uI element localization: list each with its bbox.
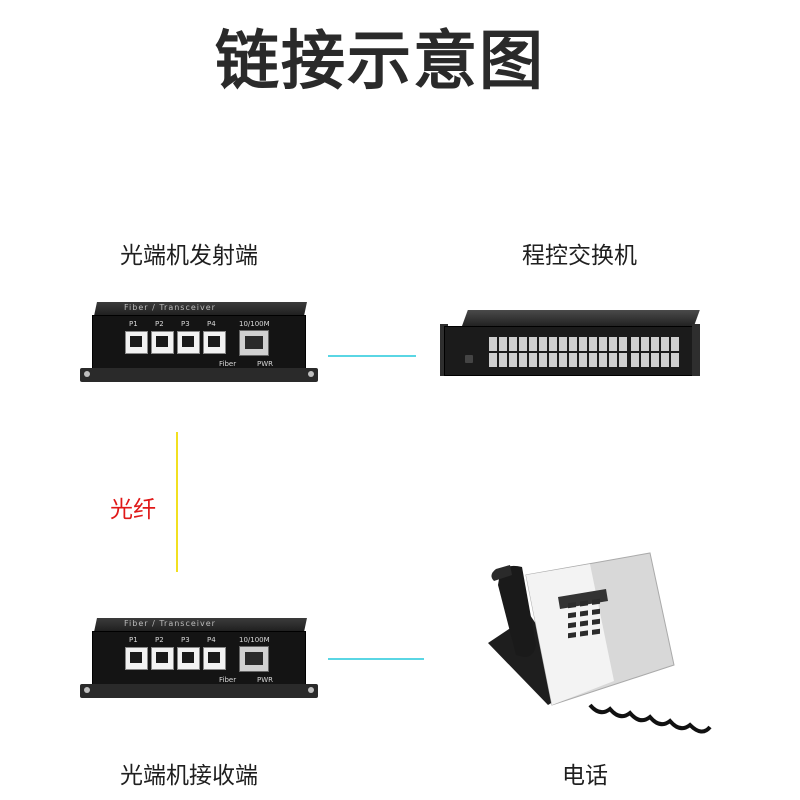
- rj11-port: [203, 331, 226, 354]
- port-label-p1: P1: [129, 320, 138, 328]
- power-label: PWR: [257, 360, 274, 368]
- rj11-port: [151, 331, 174, 354]
- rj11-port: [125, 331, 148, 354]
- rj45-port: [239, 330, 269, 356]
- rj11-port: [177, 647, 200, 670]
- page-title: 链接示意图: [215, 25, 545, 99]
- device-brand: Fiber / Transceiver: [124, 303, 216, 312]
- ethernet-label: 10/100M: [239, 636, 270, 644]
- rack-ear-right: [692, 324, 700, 376]
- rack-port-bank: [489, 337, 629, 367]
- port-label-p2: P2: [155, 636, 164, 644]
- rj11-port: [125, 647, 148, 670]
- telephone-icon: [488, 552, 712, 734]
- fiber-label: 光纤: [110, 497, 156, 523]
- rj11-port: [177, 331, 200, 354]
- rack-port-bank: [631, 337, 679, 367]
- port-label-p1: P1: [129, 636, 138, 644]
- port-label-p4: P4: [207, 320, 216, 328]
- port-label-p4: P4: [207, 636, 216, 644]
- port-label-p2: P2: [155, 320, 164, 328]
- port-label-p3: P3: [181, 320, 190, 328]
- rj11-port: [203, 647, 226, 670]
- rj11-port: [151, 647, 174, 670]
- rack-front-panel: [444, 326, 698, 376]
- ethernet-label: 10/100M: [239, 320, 270, 328]
- switch-label: 程控交换机: [522, 243, 637, 269]
- fiber-port-label: Fiber: [219, 360, 237, 368]
- rack-indicator: [465, 355, 473, 363]
- rack-top: [462, 310, 700, 326]
- receiver-device: Fiber / Transceiver P1 P2 P3 P4 10/100M …: [80, 618, 320, 710]
- port-label-p3: P3: [181, 636, 190, 644]
- receiver-label: 光端机接收端: [120, 763, 258, 789]
- link-line-top: [328, 355, 416, 357]
- fiber-port-label: Fiber: [219, 676, 237, 684]
- transmitter-label: 光端机发射端: [120, 243, 258, 269]
- rj45-port: [239, 646, 269, 672]
- switch-device: [440, 310, 700, 380]
- transmitter-device: Fiber / Transceiver P1 P2 P3 P4 10/100M …: [80, 302, 320, 394]
- device-brand: Fiber / Transceiver: [124, 619, 216, 628]
- fiber-line: [176, 432, 178, 572]
- mounting-flange: [80, 368, 318, 382]
- power-label: PWR: [257, 676, 274, 684]
- phone-label: 电话: [562, 763, 608, 789]
- link-line-bottom: [328, 658, 424, 660]
- mounting-flange: [80, 684, 318, 698]
